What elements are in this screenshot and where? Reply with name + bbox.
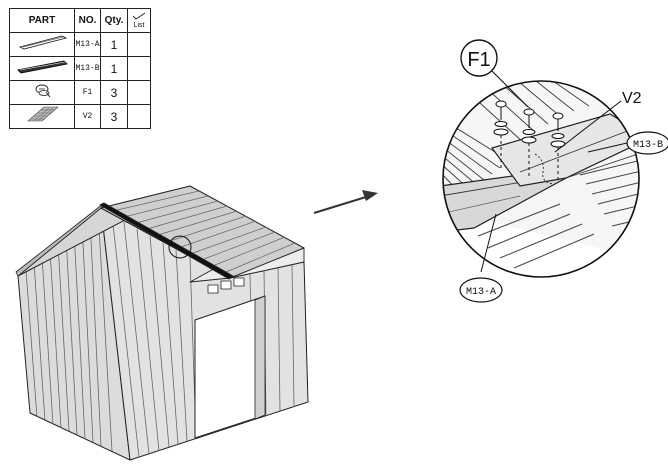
- callout-v2-label: V2: [622, 90, 642, 107]
- table-row: V2 3: [9, 104, 151, 129]
- shed-door-opening: [194, 295, 266, 439]
- callout-m13b: M13-B: [587, 131, 668, 155]
- detail-view: [442, 80, 640, 278]
- table-row: M13-A 1: [9, 32, 151, 57]
- part-qty: 3: [100, 104, 128, 129]
- list-check-cell: [127, 32, 151, 57]
- long-rail-icon: [9, 32, 75, 57]
- screw-set-icon: [493, 100, 566, 185]
- part-no: M13-A: [74, 32, 101, 57]
- header-list-label: List: [133, 22, 145, 29]
- callout-f1: F1: [460, 39, 529, 108]
- list-check-cell: [127, 104, 151, 129]
- long-rail-icon: [9, 56, 75, 81]
- callout-m13a: M13-A: [459, 213, 503, 303]
- mesh-strip-icon: [9, 104, 75, 129]
- ridge-beam: [99, 202, 234, 280]
- parts-table: PART NO. Qty. List M13-A 1 M13-B 1 F1 3: [9, 8, 151, 129]
- direction-arrow: [313, 190, 378, 214]
- table-row: M13-B 1: [9, 56, 151, 81]
- parts-table-header: PART NO. Qty. List: [9, 8, 151, 33]
- detail-circle: [442, 80, 640, 278]
- callout-m13a-label: M13-A: [466, 287, 496, 298]
- part-no: M13-B: [74, 56, 101, 81]
- callout-m13b-label: M13-B: [633, 140, 663, 151]
- shed-illustration: [15, 185, 309, 461]
- checkmark-icon: [132, 12, 146, 20]
- detail-highlight-circle: [168, 235, 192, 259]
- callout-f1-label: F1: [467, 49, 490, 71]
- callout-v2: V2: [554, 90, 642, 153]
- screw-washer-icon: [9, 80, 75, 105]
